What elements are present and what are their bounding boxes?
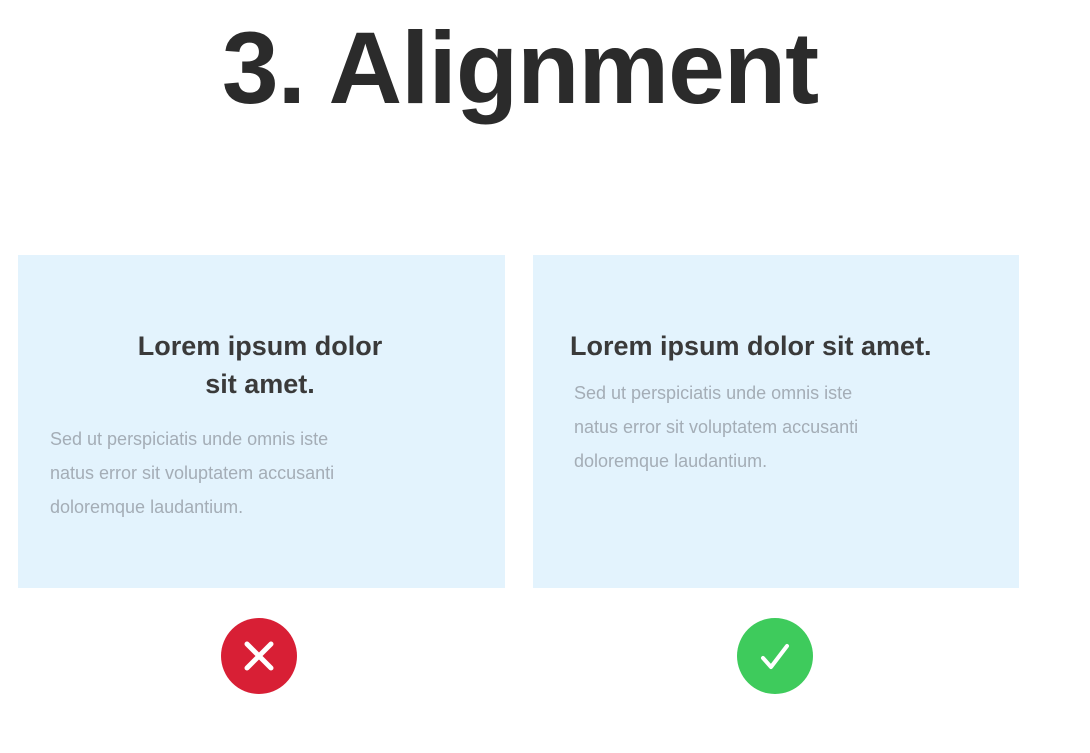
card-heading-line: sit amet. (205, 369, 315, 399)
incorrect-badge (221, 618, 297, 694)
bad-example-card: Lorem ipsum dolor sit amet. Sed ut persp… (18, 255, 505, 588)
card-body-line: doloremque laudantium. (50, 497, 244, 517)
card-heading: Lorem ipsum dolor sit amet. (570, 331, 932, 361)
card-body-text: Sed ut perspiciatis unde omnis iste natu… (50, 422, 470, 524)
correct-badge (737, 618, 813, 694)
cross-icon (244, 641, 274, 671)
card-body-line: Sed ut perspiciatis unde omnis iste (574, 383, 853, 403)
page-title: 3. Alignment (221, 11, 819, 125)
checkmark-icon (761, 644, 789, 669)
card-body-line: doloremque laudantium. (574, 451, 768, 471)
card-body-line: natus error sit voluptatem accusanti (574, 417, 859, 437)
card-heading-line: Lorem ipsum dolor (137, 331, 383, 361)
card-body-text: Sed ut perspiciatis unde omnis iste natu… (574, 376, 994, 478)
good-example-card: Lorem ipsum dolor sit amet. Sed ut persp… (533, 255, 1019, 588)
card-body-line: natus error sit voluptatem accusanti (50, 463, 335, 483)
card-body-line: Sed ut perspiciatis unde omnis iste (50, 429, 329, 449)
card-heading: Lorem ipsum dolor sit amet. (110, 327, 410, 403)
